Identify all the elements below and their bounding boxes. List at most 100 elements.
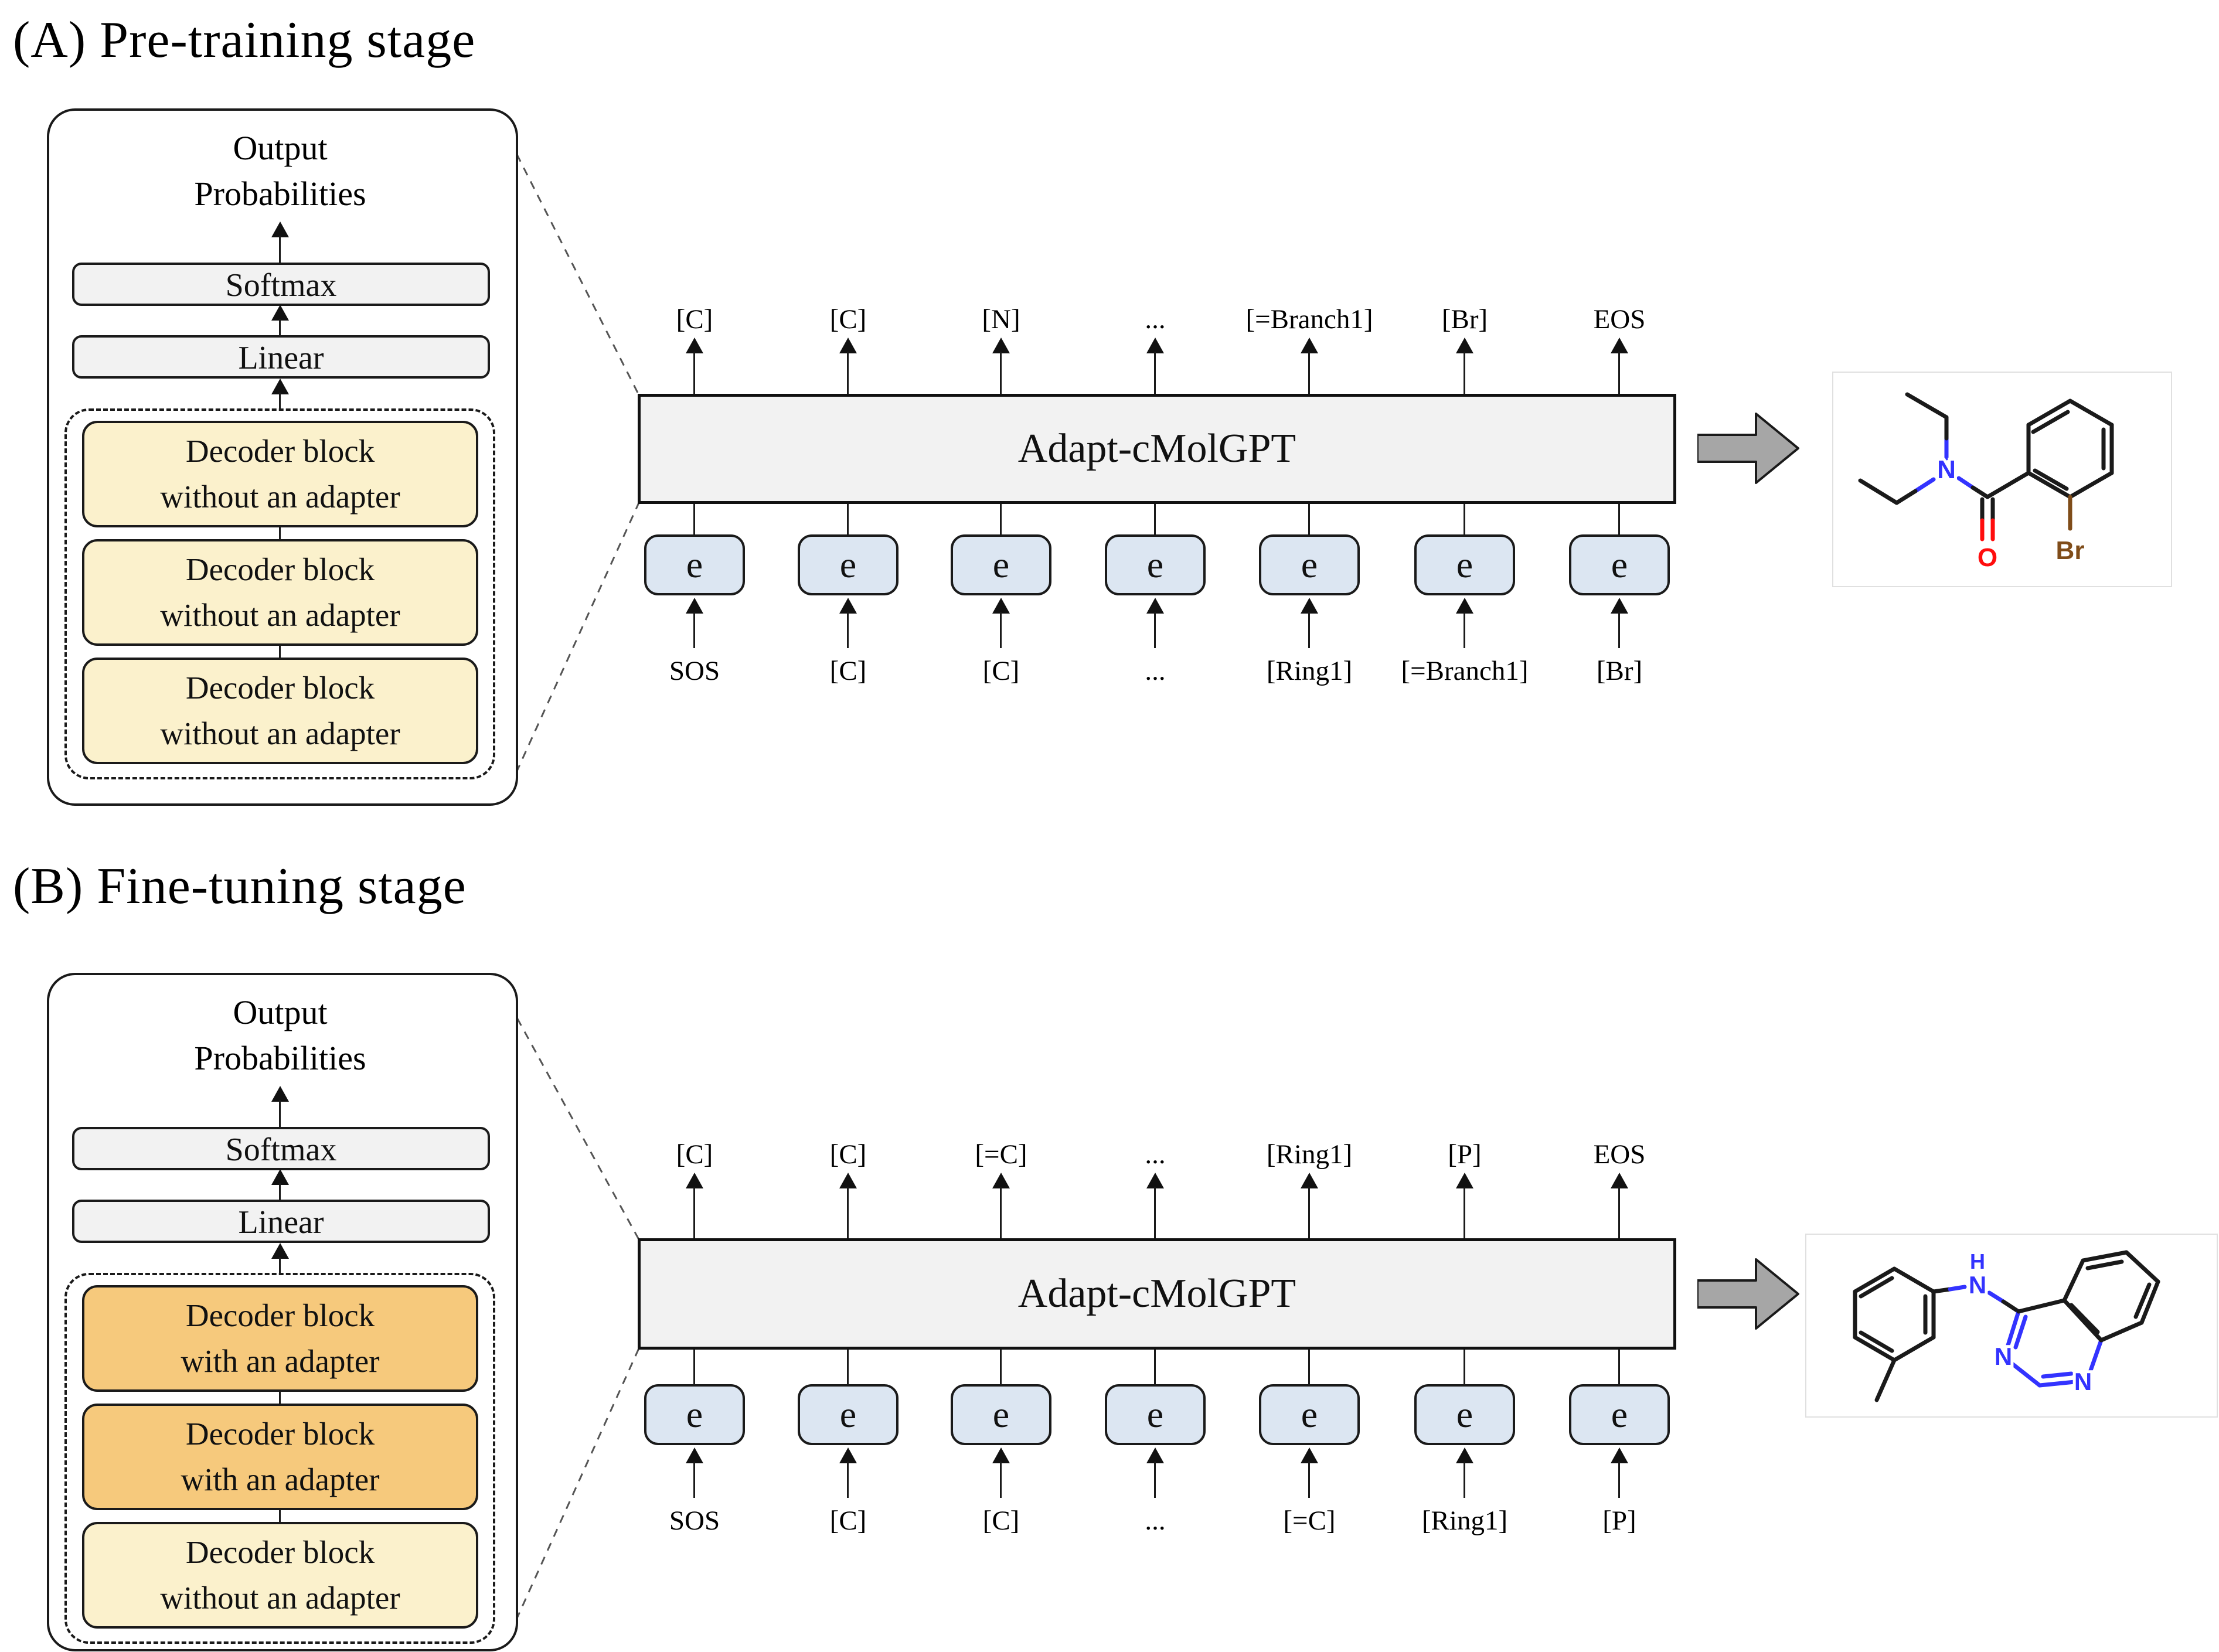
- up-arrow-icon: [992, 1173, 1010, 1188]
- block-connector: [279, 527, 281, 539]
- input-token: [=Branch1]: [1401, 656, 1529, 686]
- up-arrow-icon: [1456, 598, 1473, 614]
- block-connector: [279, 1392, 281, 1404]
- adapt-cmolgpt-box: Adapt-cMolGPT: [638, 1238, 1676, 1350]
- up-arrow-icon: [1146, 598, 1164, 614]
- up-arrow-icon: [992, 1447, 1010, 1463]
- ring-nitrogen-label: N: [2074, 1368, 2092, 1395]
- arrow-shaft: [693, 1187, 695, 1238]
- arrow-shaft: [1154, 352, 1156, 394]
- connector-line: [1308, 1350, 1310, 1384]
- diagonal-line: [509, 1004, 640, 1240]
- embedding-box: e: [644, 1384, 745, 1445]
- output-token: [C]: [829, 1139, 867, 1170]
- up-arrow-icon: [686, 338, 703, 353]
- connector-line: [847, 1350, 849, 1384]
- arrow-shaft: [1000, 352, 1002, 394]
- connector-line: [1154, 1350, 1156, 1384]
- input-token: [Ring1]: [1421, 1505, 1508, 1536]
- arrow-shaft: [279, 1100, 281, 1127]
- up-arrow-icon: [992, 338, 1010, 353]
- up-arrow-icon: [1301, 598, 1318, 614]
- arrow-shaft: [1154, 1462, 1156, 1498]
- decoder-block-with-adapter: Decoder block with an adapter: [82, 1285, 478, 1392]
- embedding-box: e: [1105, 1384, 1206, 1445]
- arrow-shaft: [1618, 612, 1620, 648]
- output-token: [Ring1]: [1266, 1139, 1353, 1170]
- up-arrow-icon: [839, 598, 857, 614]
- arrow-shaft: [1464, 1187, 1465, 1238]
- arrow-shaft: [1308, 1187, 1310, 1238]
- diagonal-line: [509, 502, 640, 787]
- nitrogen-atom-label: N: [1937, 455, 1956, 484]
- arrow-shaft: [279, 319, 281, 335]
- connector-line: [1618, 1350, 1620, 1384]
- embedding-box: e: [1414, 1384, 1515, 1445]
- up-arrow-icon: [1611, 1447, 1628, 1463]
- softmax-box: Softmax: [72, 1127, 490, 1170]
- diagonal-line: [509, 140, 640, 396]
- arrow-shaft: [847, 1187, 849, 1238]
- output-token: EOS: [1593, 1139, 1646, 1170]
- connector-line: [1464, 1350, 1465, 1384]
- embedding-box: e: [1105, 534, 1206, 595]
- up-arrow-icon: [686, 1173, 703, 1188]
- softmax-box: Softmax: [72, 263, 490, 306]
- input-token: ...: [1145, 656, 1166, 686]
- up-arrow-icon: [1611, 338, 1628, 353]
- generated-molecule-b: H N N N: [1805, 1234, 2218, 1418]
- arrow-shaft: [279, 1257, 281, 1273]
- arrow-shaft: [279, 393, 281, 409]
- embedding-box: e: [1569, 1384, 1670, 1445]
- connector-line: [693, 504, 695, 534]
- embedding-box: e: [1569, 534, 1670, 595]
- arrow-shaft: [1308, 612, 1310, 648]
- up-arrow-icon: [271, 1086, 289, 1102]
- arrow-shaft: [1618, 1462, 1620, 1498]
- connector-line: [1618, 504, 1620, 534]
- output-token: [=C]: [975, 1139, 1027, 1170]
- output-token: ...: [1145, 1139, 1166, 1170]
- output-token: [Br]: [1441, 304, 1488, 335]
- bromine-atom-label: Br: [2056, 536, 2085, 565]
- arrow-shaft: [1464, 352, 1465, 394]
- embedding-box: e: [951, 534, 1051, 595]
- arrow-shaft: [1000, 1187, 1002, 1238]
- adapter-decoder-group-outline: [64, 1273, 495, 1644]
- input-token: [C]: [829, 656, 867, 686]
- decoder-block: Decoder block without an adapter: [82, 658, 478, 764]
- arrow-shaft: [1618, 1187, 1620, 1238]
- arrow-shaft: [1000, 612, 1002, 648]
- input-token: SOS: [669, 1505, 720, 1536]
- input-token: [P]: [1602, 1505, 1636, 1536]
- arrow-shaft: [279, 1183, 281, 1200]
- up-arrow-icon: [1456, 1447, 1473, 1463]
- input-token: [=C]: [1283, 1505, 1336, 1536]
- adapt-cmolgpt-box: Adapt-cMolGPT: [638, 394, 1676, 504]
- arrow-shaft: [1154, 612, 1156, 648]
- up-arrow-icon: [1301, 1173, 1318, 1188]
- generated-molecule-a: N O Br: [1832, 372, 2172, 587]
- output-token: [=Branch1]: [1245, 304, 1373, 335]
- up-arrow-icon: [1146, 1173, 1164, 1188]
- arrow-shaft: [693, 352, 695, 394]
- linear-box: Linear: [72, 335, 490, 379]
- connector-line: [693, 1350, 695, 1384]
- embedding-box: e: [1259, 534, 1360, 595]
- embedding-box: e: [798, 534, 899, 595]
- up-arrow-icon: [839, 338, 857, 353]
- right-arrow-icon: [1697, 413, 1799, 484]
- up-arrow-icon: [992, 598, 1010, 614]
- connector-line: [1154, 504, 1156, 534]
- input-token: [C]: [829, 1505, 867, 1536]
- output-token: [N]: [982, 304, 1020, 335]
- arrow-shaft: [1464, 612, 1465, 648]
- output-token: [P]: [1448, 1139, 1482, 1170]
- input-token: [Ring1]: [1266, 656, 1353, 686]
- embedding-box: e: [1259, 1384, 1360, 1445]
- oxygen-atom-label: O: [1978, 543, 1997, 572]
- block-connector: [279, 646, 281, 658]
- up-arrow-icon: [1146, 1447, 1164, 1463]
